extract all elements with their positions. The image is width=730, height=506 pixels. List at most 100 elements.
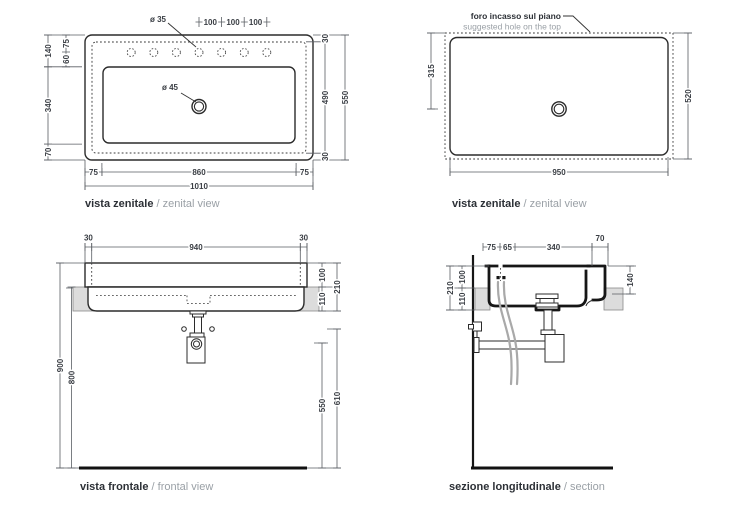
dim-100-label: 100 bbox=[226, 18, 240, 27]
drain-hole-inner bbox=[553, 103, 565, 115]
hose-nut-icon bbox=[496, 276, 500, 280]
supply-hose bbox=[502, 280, 519, 386]
drain-hole-inner bbox=[193, 101, 205, 112]
dim-110-label: 110 bbox=[318, 292, 327, 305]
left-outer-dimension bbox=[56, 262, 64, 469]
fixing-bolt-icon bbox=[181, 326, 187, 332]
drain-hole-outer bbox=[551, 101, 567, 117]
dim-30-label: 30 bbox=[299, 234, 308, 243]
left-inner-dimension bbox=[458, 265, 466, 311]
valve-handle bbox=[468, 324, 474, 330]
drain-height-dimension bbox=[318, 342, 326, 469]
dim-210-label: 210 bbox=[446, 281, 455, 295]
waste-fitting-mid bbox=[539, 298, 555, 304]
supply-hose bbox=[496, 280, 513, 386]
basin-front-panel bbox=[87, 286, 305, 312]
dim-75-label: 75 bbox=[89, 168, 98, 177]
tap-hole-icon bbox=[171, 48, 181, 57]
waste-fitting-top bbox=[535, 293, 559, 299]
dim-30-label: 30 bbox=[321, 33, 330, 42]
left-outer-dimension bbox=[44, 34, 52, 161]
basin-right-rim bbox=[586, 264, 607, 302]
fixing-bolt-icon bbox=[209, 326, 215, 332]
caption-light: / zenital view bbox=[520, 198, 586, 210]
dim-490-label: 490 bbox=[321, 90, 330, 104]
left-dimension bbox=[427, 32, 435, 110]
tailpipe bbox=[543, 309, 553, 331]
left-outer-dimension bbox=[446, 265, 454, 311]
right-dimension bbox=[626, 265, 634, 295]
dim-100-label: 100 bbox=[318, 268, 327, 282]
trap-nut bbox=[189, 332, 205, 338]
bottom-dimension bbox=[449, 168, 669, 176]
tap-hole-icon bbox=[239, 48, 249, 57]
dim-75-label: 75 bbox=[62, 39, 71, 48]
tap-hole-icon bbox=[126, 48, 136, 57]
dim-100-label: 100 bbox=[458, 270, 467, 284]
hidden-bowl-bottom bbox=[96, 295, 296, 304]
caption-bold: vista zenitale bbox=[452, 198, 520, 210]
bolt-height-dimension bbox=[333, 328, 341, 469]
left-inner-dimension bbox=[67, 286, 76, 469]
caption-light: / zenital view bbox=[153, 198, 219, 210]
dim-60-label: 60 bbox=[62, 54, 71, 63]
dim-550-label: 550 bbox=[318, 398, 327, 412]
dim-65-label: 65 bbox=[503, 243, 512, 252]
frontal-view: 30 940 30 900 800 100 110 210 550 610 vi… bbox=[55, 234, 344, 494]
basin-hidden-side-edges bbox=[91, 263, 301, 287]
dim-75-label: 75 bbox=[300, 168, 309, 177]
right-outer-dimension bbox=[333, 262, 341, 312]
caption-zenital-left: vista zenitale / zenital view bbox=[85, 198, 220, 210]
bottle-trap bbox=[544, 334, 565, 363]
dim-340-label: 340 bbox=[547, 243, 561, 252]
tap-hole-diameter-label: ø 35 bbox=[150, 15, 167, 24]
tap-holes bbox=[126, 48, 272, 57]
caption-section: sezione longitudinale / section bbox=[449, 481, 605, 493]
tailpipe bbox=[194, 316, 202, 334]
bottom-outer-dimension bbox=[84, 182, 314, 190]
top-dimension-chain bbox=[482, 243, 609, 251]
dim-800-label: 800 bbox=[68, 370, 77, 384]
plumbing bbox=[468, 280, 565, 386]
dim-100-label: 100 bbox=[249, 18, 263, 27]
dim-110-label: 110 bbox=[458, 292, 467, 305]
caption-bold: sezione longitudinale bbox=[449, 481, 561, 493]
tap-hole-icon bbox=[149, 48, 159, 57]
drain-hole-outer bbox=[191, 98, 207, 115]
top-extension-lines bbox=[84, 243, 308, 263]
dim-610-label: 610 bbox=[333, 391, 342, 405]
dim-950-label: 950 bbox=[552, 168, 566, 177]
countertop-cut-right bbox=[603, 287, 624, 311]
dim-140-label: 140 bbox=[44, 44, 53, 58]
dim-210-label: 210 bbox=[333, 280, 342, 294]
drain-diameter-label: ø 45 bbox=[162, 83, 179, 92]
dim-860-label: 860 bbox=[192, 168, 206, 177]
left-inner-dimension bbox=[62, 34, 70, 68]
dim-100-label: 100 bbox=[204, 18, 218, 27]
dim-340-label: 340 bbox=[44, 98, 53, 112]
caption-bold: vista zenitale bbox=[85, 198, 153, 210]
bottom-inner-dimension bbox=[84, 168, 314, 176]
dim-70-label: 70 bbox=[596, 234, 605, 243]
waste-fitting-bottom bbox=[535, 302, 559, 308]
basin-hidden-edge bbox=[91, 41, 307, 154]
caption-zenital-right: vista zenitale / zenital view bbox=[452, 198, 587, 210]
zenital-left-view: ø 35 ø 45 100 100 100 140 340 70 75 60 3… bbox=[43, 14, 352, 211]
dim-940-label: 940 bbox=[189, 243, 203, 252]
right-outer-dimension bbox=[341, 34, 349, 161]
caption-light: / frontal view bbox=[148, 481, 213, 493]
dim-315-label: 315 bbox=[427, 64, 436, 78]
basin-bowl bbox=[102, 66, 296, 144]
basin-footprint bbox=[449, 36, 669, 156]
basin-front-curve bbox=[585, 299, 594, 307]
caption-bold: vista frontale bbox=[80, 481, 148, 493]
right-inner-dimension bbox=[318, 262, 326, 312]
dim-75-label: 75 bbox=[487, 243, 496, 252]
right-extension-lines bbox=[306, 34, 349, 161]
note-english: suggested hole on the top bbox=[463, 22, 561, 32]
tap-spacing-dimension bbox=[195, 17, 271, 27]
basin-upper-body bbox=[84, 262, 308, 288]
suggested-hole-outline bbox=[444, 32, 674, 160]
